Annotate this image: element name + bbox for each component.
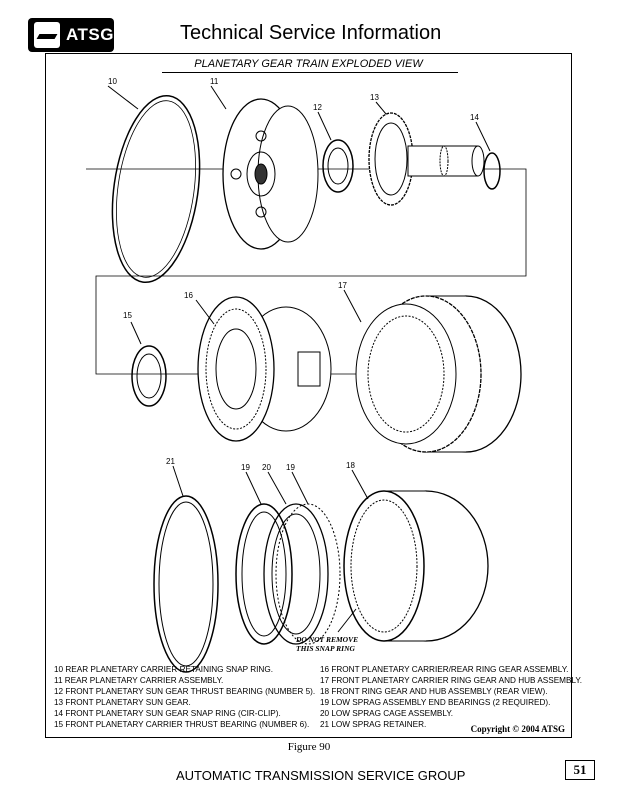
parts-legend-left: 10 REAR PLANETARY CARRIER RETAINING SNAP… (54, 664, 315, 730)
part-15-thrust-bearing (131, 345, 167, 407)
legend-item: 20 LOW SPRAG CAGE ASSEMBLY. (320, 709, 454, 718)
legend-item: 14 FRONT PLANETARY SUN GEAR SNAP RING (C… (54, 709, 281, 718)
callout-20: 20 (262, 463, 271, 472)
part-21-sprag-retainer (153, 495, 219, 673)
logo-icon (34, 22, 60, 48)
legend-item: 15 FRONT PLANETARY CARRIER THRUST BEARIN… (54, 720, 310, 729)
diagram-title: PLANETARY GEAR TRAIN EXPLODED VIEW (194, 58, 423, 70)
legend-item: 17 FRONT PLANETARY CARRIER RING GEAR AND… (320, 676, 583, 685)
callout-14: 14 (470, 113, 479, 122)
part-16-carrier-ring-gear (197, 296, 332, 442)
part-14-snap-ring (483, 152, 501, 190)
legend-item: 10 REAR PLANETARY CARRIER RETAINING SNAP… (54, 665, 273, 674)
copyright: Copyright © 2004 ATSG (470, 724, 565, 734)
atsg-logo: ATSG (28, 18, 114, 52)
figure-caption: Figure 90 (287, 741, 331, 753)
title-underline (162, 72, 458, 73)
legend-item: 18 FRONT RING GEAR AND HUB ASSEMBLY (REA… (320, 687, 548, 696)
legend-item: 16 FRONT PLANETARY CARRIER/REAR RING GEA… (320, 665, 569, 674)
legend-item: 19 LOW SPRAG ASSEMBLY END BEARINGS (2 RE… (320, 698, 551, 707)
figure-frame: PLANETARY GEAR TRAIN EXPLODED VIEW (45, 53, 582, 738)
snap-ring-note: DO NOT REMOVE THIS SNAP RING (296, 635, 359, 653)
callout-17: 17 (338, 281, 347, 290)
page-title: Technical Service Information (180, 22, 442, 44)
part-13-sun-gear (368, 112, 485, 206)
page-number: 51 (565, 760, 595, 780)
part-12-thrust-bearing (322, 139, 354, 193)
callout-13: 13 (370, 93, 379, 102)
callout-19b: 19 (286, 463, 295, 472)
part-18-ring-gear-rear (343, 490, 489, 642)
part-17-ring-gear-hub (355, 295, 522, 453)
legend-item: 21 LOW SPRAG RETAINER. (320, 720, 427, 729)
callout-16: 16 (184, 291, 193, 300)
part-11-rear-carrier (222, 98, 319, 250)
part-10-snap-ring (111, 94, 201, 284)
part-19-20-sprag-assembly (235, 503, 341, 645)
legend-item: 12 FRONT PLANETARY SUN GEAR THRUST BEARI… (54, 687, 316, 696)
legend-item: 13 FRONT PLANETARY SUN GEAR. (54, 698, 191, 707)
callout-21: 21 (166, 457, 175, 466)
parts-legend-right: 16 FRONT PLANETARY CARRIER/REAR RING GEA… (320, 664, 582, 730)
legend-item: 11 REAR PLANETARY CARRIER ASSEMBLY. (54, 676, 224, 685)
callout-11: 11 (210, 77, 219, 86)
logo-text: ATSG (66, 25, 114, 44)
footer-org: AUTOMATIC TRANSMISSION SERVICE GROUP (176, 768, 466, 783)
callout-15: 15 (123, 311, 132, 320)
callout-10: 10 (108, 77, 117, 86)
exploded-view-diagram: 10 11 12 13 14 15 16 17 21 19 20 19 18 (86, 77, 527, 673)
callout-18: 18 (346, 461, 355, 470)
callout-12: 12 (313, 103, 322, 112)
callout-19a: 19 (241, 463, 250, 472)
